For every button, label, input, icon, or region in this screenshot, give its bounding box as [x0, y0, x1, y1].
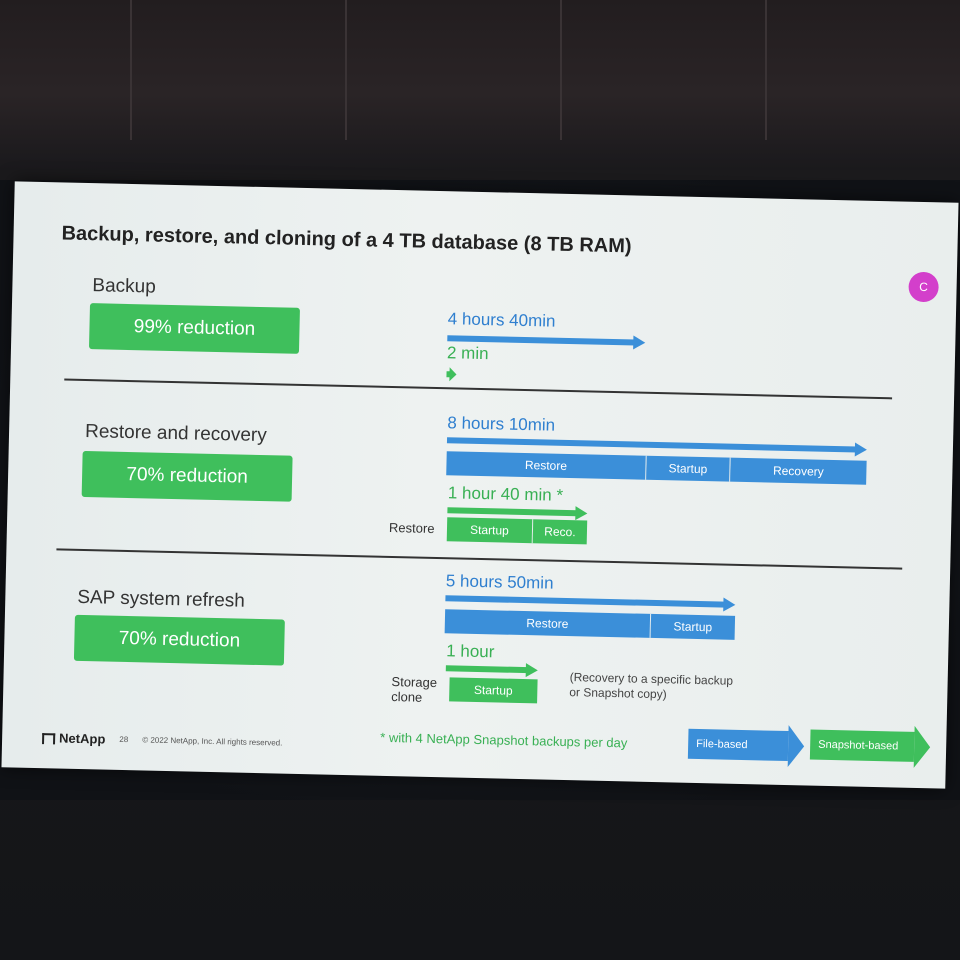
section-divider — [56, 548, 903, 570]
ceiling-panel-line — [560, 0, 562, 140]
copyright-text: © 2022 NetApp, Inc. All rights reserved. — [142, 735, 283, 748]
backup-reduction-badge: 99% reduction — [88, 303, 300, 354]
backup-snapshot-arrow — [446, 367, 458, 382]
restore-section-label: Restore and recovery — [84, 421, 267, 447]
slide-title: Backup, restore, and cloning of a 4 TB d… — [61, 222, 632, 258]
snapshot-footnote: * with 4 NetApp Snapshot backups per day — [380, 729, 628, 751]
ceiling-panel-line — [765, 0, 767, 140]
section-divider — [64, 378, 893, 400]
restore-file-time: 8 hours 10min — [447, 413, 556, 435]
presenter-avatar: C — [908, 271, 939, 303]
restore-file-bar: Restore Startup Recovery — [446, 451, 867, 485]
legend-snapshot-based-label: Snapshot-based — [818, 738, 899, 753]
restore-file-arrow — [446, 437, 868, 457]
restore-snapshot-segment-startup: Startup — [446, 517, 534, 544]
page-number: 28 — [119, 734, 129, 745]
restore-reduction-badge: 70% reduction — [81, 450, 293, 502]
refresh-file-segment-restore: Restore — [444, 609, 652, 638]
restore-snapshot-time: 1 hour 40 min * — [447, 483, 564, 505]
restore-file-segment-recovery: Recovery — [730, 457, 867, 485]
refresh-file-time: 5 hours 50min — [445, 571, 554, 593]
backup-section-label: Backup — [92, 275, 157, 298]
restore-snapshot-arrow — [447, 506, 588, 521]
restore-snapshot-segment-reco: Reco. — [532, 519, 588, 545]
refresh-file-bar: Restore Startup — [444, 609, 736, 640]
refresh-file-segment-startup: Startup — [650, 613, 736, 640]
refresh-file-arrow — [445, 595, 736, 612]
legend-snapshot-based: Snapshot-based — [809, 725, 931, 769]
slide-footer: NetApp 28 © 2022 NetApp, Inc. All rights… — [42, 730, 283, 750]
netapp-logo-text: NetApp — [58, 730, 106, 747]
restore-snapshot-side-label: Restore — [388, 519, 435, 536]
backup-file-time: 4 hours 40min — [447, 309, 556, 331]
refresh-snapshot-segment-startup: Startup — [449, 677, 538, 704]
backup-snapshot-time: 2 min — [446, 343, 489, 364]
restore-file-segment-startup: Startup — [646, 455, 731, 482]
presentation-slide: Backup, restore, and cloning of a 4 TB d… — [1, 181, 959, 789]
refresh-snapshot-bar: Startup — [449, 677, 538, 704]
refresh-snapshot-side-label: Storage clone — [391, 674, 437, 705]
refresh-side-label-line1: Storage — [391, 674, 438, 691]
netapp-logo: NetApp — [42, 730, 106, 747]
refresh-reduction-badge: 70% reduction — [73, 614, 285, 666]
ceiling-panel-line — [130, 0, 132, 140]
ceiling-panel-line — [345, 0, 347, 140]
restore-snapshot-bar: Startup Reco. — [446, 517, 588, 545]
legend-file-based: File-based — [687, 725, 805, 768]
restore-file-segment-restore: Restore — [446, 451, 647, 480]
refresh-side-label-line2: clone — [391, 689, 423, 705]
refresh-snapshot-arrow — [445, 663, 538, 678]
venue-ceiling — [0, 0, 960, 170]
refresh-section-label: SAP system refresh — [77, 586, 246, 612]
refresh-recovery-note: (Recovery to a specific backup or Snapsh… — [569, 670, 733, 704]
legend-file-based-label: File-based — [696, 737, 748, 752]
netapp-logo-icon — [42, 733, 56, 745]
refresh-snapshot-time: 1 hour — [446, 641, 495, 662]
